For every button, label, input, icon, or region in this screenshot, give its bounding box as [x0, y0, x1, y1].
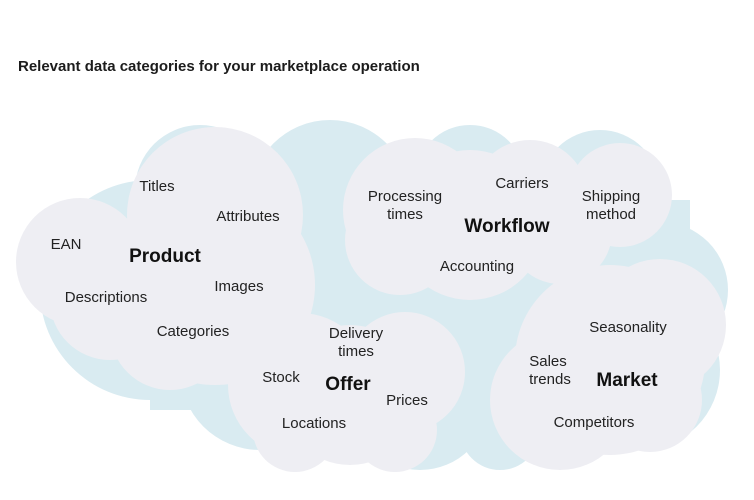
diagram-title: Relevant data categories for your market… [18, 58, 420, 75]
workflow-item-shipping: Shipping [582, 188, 640, 205]
market-bubble [490, 259, 726, 470]
workflow-category-label: Workflow [464, 216, 549, 237]
workflow-item-accounting: Accounting [440, 258, 514, 275]
product-item-images: Images [214, 278, 263, 295]
offer-item-locations: Locations [282, 415, 346, 432]
offer-category-label: Offer [325, 374, 371, 395]
offer-item-delivery: Delivery [329, 325, 384, 342]
workflow-item-carriers: Carriers [495, 175, 548, 192]
product-item-ean: EAN [51, 236, 82, 253]
product-item-categories: Categories [157, 323, 230, 340]
workflow-bubble [343, 138, 672, 300]
product-item-attributes: Attributes [216, 208, 279, 225]
market-item-sales: Sales [529, 353, 567, 370]
offer-item-prices: Prices [386, 392, 428, 409]
product-item-titles: Titles [139, 178, 174, 195]
market-item-seasonality: Seasonality [589, 319, 667, 336]
product-category-label: Product [129, 246, 201, 267]
workflow-item-shipping-method: method [586, 206, 636, 223]
offer-item-stock: Stock [262, 369, 300, 386]
workflow-item-processing: Processing [368, 188, 442, 205]
market-item-sales-trends: trends [529, 371, 571, 388]
offer-bubble [228, 312, 465, 472]
market-category-label: Market [596, 370, 658, 391]
product-item-descriptions: Descriptions [65, 289, 148, 306]
offer-item-delivery-times: times [338, 343, 374, 360]
workflow-item-processing-times: times [387, 206, 423, 223]
market-item-competitors: Competitors [554, 414, 635, 431]
